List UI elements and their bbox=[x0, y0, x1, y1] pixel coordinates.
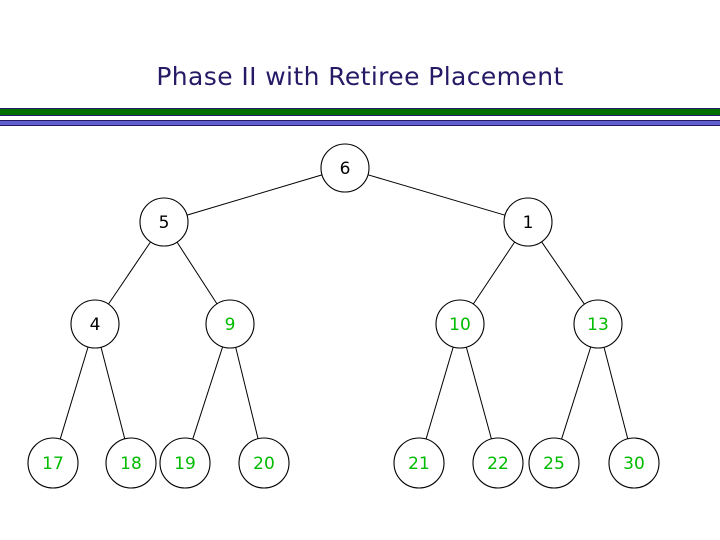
tree-edge-5-9 bbox=[176, 241, 218, 305]
tree-node-circle-21[interactable] bbox=[393, 437, 445, 489]
tree-node-circle-10[interactable] bbox=[435, 299, 485, 349]
tree-edge-4-17 bbox=[59, 346, 89, 440]
tree-node-label-20: 20 bbox=[253, 454, 275, 474]
divider-green-rule bbox=[0, 108, 720, 116]
tree-node-10[interactable]: 10 bbox=[435, 299, 485, 349]
tree-node-label-4: 4 bbox=[90, 315, 101, 335]
tree-node-label-18: 18 bbox=[120, 454, 142, 474]
tree-node-circle-18[interactable] bbox=[105, 437, 157, 489]
tree-node-label-25: 25 bbox=[543, 454, 565, 474]
tree-edge-5-4 bbox=[108, 241, 151, 305]
tree-node-4[interactable]: 4 bbox=[70, 299, 120, 349]
tree-node-circle-13[interactable] bbox=[573, 299, 623, 349]
tree-node-circle-17[interactable] bbox=[27, 437, 79, 489]
tree-node-30[interactable]: 30 bbox=[608, 437, 660, 489]
tree-node-circle-20[interactable] bbox=[238, 437, 290, 489]
tree-node-19[interactable]: 19 bbox=[159, 437, 211, 489]
tree-node-label-1: 1 bbox=[523, 213, 534, 233]
tree-edge-13-25 bbox=[561, 346, 592, 440]
tree-node-label-30: 30 bbox=[623, 454, 645, 474]
tree-node-13[interactable]: 13 bbox=[573, 299, 623, 349]
tree-edge-10-22 bbox=[465, 347, 492, 440]
tree-node-label-21: 21 bbox=[408, 454, 430, 474]
tree-node-circle-9[interactable] bbox=[205, 299, 255, 349]
page-title: Phase II with Retiree Placement bbox=[156, 62, 564, 91]
tree-edge-10-21 bbox=[425, 346, 454, 440]
tree-edge-9-19 bbox=[192, 346, 224, 440]
tree-node-circle-25[interactable] bbox=[528, 437, 580, 489]
tree-node-6[interactable]: 6 bbox=[320, 143, 370, 193]
tree-node-17[interactable]: 17 bbox=[27, 437, 79, 489]
tree-edge-6-1 bbox=[367, 174, 506, 216]
tree-node-circle-5[interactable] bbox=[139, 197, 189, 247]
tree-edge-1-13 bbox=[541, 241, 585, 305]
tree-edge-1-10 bbox=[472, 241, 516, 305]
tree-edge-9-20 bbox=[235, 347, 259, 439]
title-divider bbox=[0, 108, 720, 126]
tree-node-label-9: 9 bbox=[225, 315, 236, 335]
tree-node-circle-4[interactable] bbox=[70, 299, 120, 349]
tree-node-label-19: 19 bbox=[174, 454, 196, 474]
tree-node-22[interactable]: 22 bbox=[472, 437, 524, 489]
tree-node-21[interactable]: 21 bbox=[393, 437, 445, 489]
divider-blue-rule bbox=[0, 120, 720, 126]
tree-node-circle-6[interactable] bbox=[320, 143, 370, 193]
tree-node-circle-1[interactable] bbox=[503, 197, 553, 247]
tree-node-label-10: 10 bbox=[449, 315, 471, 335]
tree-node-label-5: 5 bbox=[159, 213, 170, 233]
tree-edge-6-5 bbox=[186, 174, 323, 216]
tree-edge-layer bbox=[59, 174, 629, 440]
tree-node-label-17: 17 bbox=[42, 454, 64, 474]
tree-node-9[interactable]: 9 bbox=[205, 299, 255, 349]
tree-node-20[interactable]: 20 bbox=[238, 437, 290, 489]
tree-node-1[interactable]: 1 bbox=[503, 197, 553, 247]
tree-node-layer: 6 5 1 4 9 10 13 17 18 19 20 21 22 25 30 bbox=[27, 143, 660, 489]
tree-node-circle-19[interactable] bbox=[159, 437, 211, 489]
divider-blue-fill bbox=[0, 121, 720, 125]
tree-node-circle-22[interactable] bbox=[472, 437, 524, 489]
divider-green-fill bbox=[0, 109, 720, 115]
tree-node-5[interactable]: 5 bbox=[139, 197, 189, 247]
tree-node-label-22: 22 bbox=[487, 454, 509, 474]
tree-node-circle-30[interactable] bbox=[608, 437, 660, 489]
tree-node-18[interactable]: 18 bbox=[105, 437, 157, 489]
tree-node-label-6: 6 bbox=[340, 159, 351, 179]
tree-edge-4-18 bbox=[100, 347, 126, 439]
tree-edge-13-30 bbox=[603, 347, 629, 439]
tree-node-25[interactable]: 25 bbox=[528, 437, 580, 489]
tree-node-label-13: 13 bbox=[587, 315, 609, 335]
